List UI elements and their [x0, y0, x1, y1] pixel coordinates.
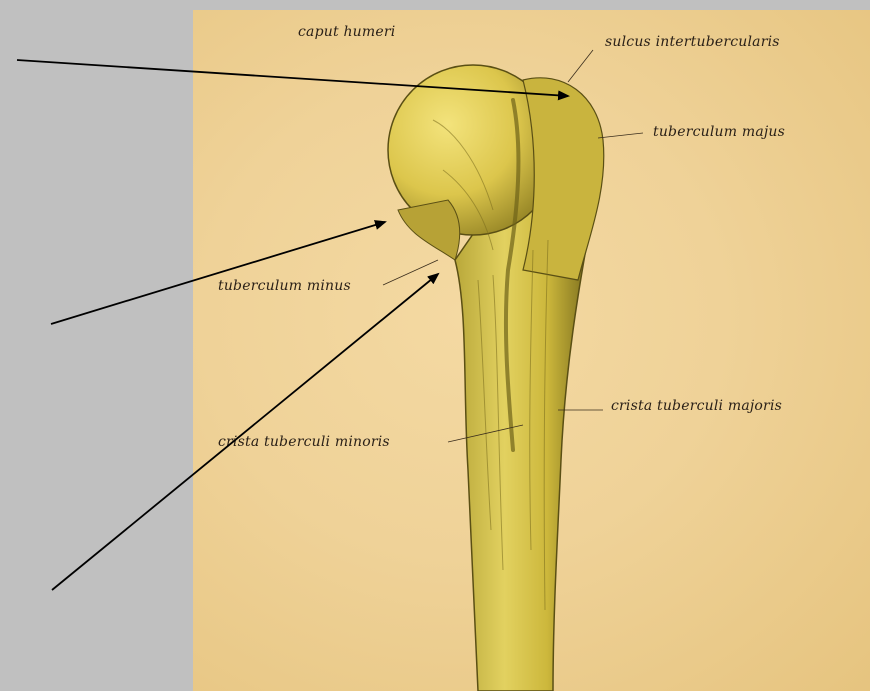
- label-sulcus-intertubercularis: sulcus intertubercularis: [605, 34, 780, 50]
- label-caput-humeri: caput humeri: [298, 24, 395, 40]
- anatomy-plate: caput humeri sulcus intertubercularis tu…: [193, 10, 870, 691]
- label-tuberculum-majus: tuberculum majus: [653, 124, 785, 140]
- label-crista-tuberculi-majoris: crista tuberculi majoris: [611, 398, 782, 414]
- greater-tubercle: [523, 78, 604, 280]
- label-tuberculum-minus: tuberculum minus: [218, 278, 351, 294]
- label-crista-tuberculi-minoris: crista tuberculi minoris: [218, 434, 390, 450]
- humerus-bone-illustration: [193, 10, 870, 691]
- lesser-tubercle: [398, 200, 460, 260]
